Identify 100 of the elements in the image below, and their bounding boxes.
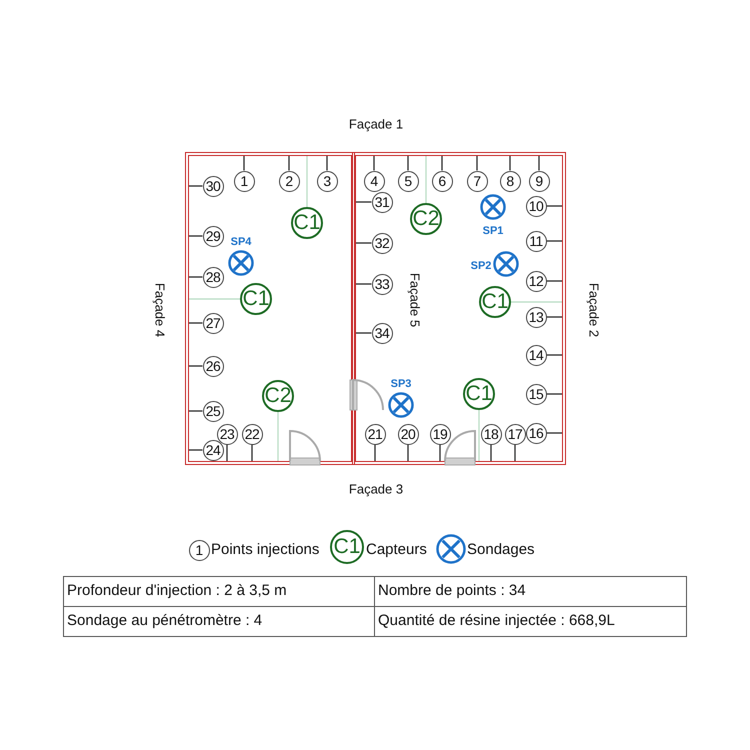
leader-line [189,276,202,278]
room-wall [352,152,566,465]
injection-point-marker: 11 [526,230,546,252]
leader-line [189,235,202,237]
leader-line [189,185,202,187]
leader-line [490,444,492,461]
injection-point-marker: 22 [242,424,262,444]
sensor-line [478,410,480,461]
injection-point-marker: 8 [500,170,520,192]
injection-point-marker: 20 [398,424,418,444]
injection-point-marker: 5 [398,170,418,192]
facade-label: Façade 4 [152,282,168,338]
legend-text: Points injections [211,541,320,558]
injection-point-marker: 19 [430,424,450,444]
leader-line [441,156,443,170]
injection-point-marker: 7 [466,170,488,192]
leader-line [374,444,376,461]
leader-line [546,240,562,242]
leader-line [546,316,562,318]
injection-point-marker: 27 [202,312,224,334]
leader-line [189,322,202,324]
facade-label: Façade 2 [586,282,602,338]
injection-point-marker: 12 [526,270,546,292]
facade-label: Façade 1 [348,116,404,132]
legend-text: Sondages [467,541,535,558]
injection-point-marker: 23 [216,424,238,444]
injection-point-marker: 28 [202,266,224,288]
facade-label: Façade 5 [408,272,422,328]
legend-text: Capteurs [366,541,427,558]
leader-line [439,444,441,461]
sensor-marker: C1 [479,286,511,318]
legend-swatch: 1 [188,540,210,560]
injection-point-marker: 10 [526,196,546,216]
leader-line [356,283,372,285]
table-cell: Nombre de points : 34 [374,576,687,607]
injection-point-marker: 31 [372,192,392,212]
leader-line [288,156,290,170]
leader-line [546,393,562,395]
injection-point-marker: 1 [234,170,254,192]
sensor-marker: C1 [291,207,323,239]
leader-line [189,449,202,451]
injection-point-marker: 15 [526,384,546,404]
probe-label: SP3 [390,378,412,390]
sensor-line [425,156,427,203]
injection-point-marker: 33 [372,274,392,294]
injection-point-marker: 2 [278,170,300,192]
leader-line [546,280,562,282]
injection-point-marker: 16 [526,422,546,444]
leader-line [251,444,253,461]
leader-line [243,156,245,170]
leader-line [407,444,409,461]
room-wall [185,152,355,465]
leader-line [189,365,202,367]
leader-line [509,156,511,170]
table-cell: Quantité de résine injectée : 668,9L [374,606,687,637]
leader-line [326,156,328,170]
injection-point-marker: 17 [504,424,526,444]
injection-point-marker: 9 [528,170,550,192]
leader-line [226,444,228,461]
probe-label: SP1 [482,225,504,237]
injection-point-marker: 32 [372,232,392,254]
injection-point-marker: 13 [526,306,546,328]
sensor-marker: C1 [240,283,272,315]
injection-point-marker: 25 [202,400,224,422]
sensor-marker: C2 [410,203,442,235]
injection-point-marker: 18 [480,424,502,444]
leader-line [356,201,372,203]
leader-line [407,156,409,170]
injection-point-marker: 26 [202,356,224,376]
leader-line [546,354,562,356]
leader-line [538,156,540,170]
facade-label: Façade 3 [348,482,404,496]
injection-point-marker: 6 [432,170,452,192]
leader-line [546,205,562,207]
leader-line [514,444,516,461]
injection-point-marker: 3 [316,170,338,192]
injection-point-marker: 21 [364,424,386,444]
sensor-line [306,156,308,207]
injection-point-marker: 30 [202,176,224,196]
table-cell: Sondage au pénétromètre : 4 [63,606,375,637]
probe-label: SP2 [470,260,492,272]
sensor-line [189,298,240,300]
probe-label: SP4 [230,236,252,248]
injection-point-marker: 14 [526,344,546,366]
sensor-line [511,301,562,303]
leader-line [476,156,478,170]
table-cell: Profondeur d'injection : 2 à 3,5 m [63,576,375,607]
sensor-marker: C2 [262,380,294,412]
injection-point-marker: 34 [372,322,392,344]
leader-line [546,432,562,434]
injection-point-marker: 24 [202,440,224,460]
sensor-line [277,412,279,461]
leader-line [356,242,372,244]
injection-point-marker: 4 [364,170,384,192]
sensor-marker: C1 [463,378,495,410]
leader-line [356,332,372,334]
injection-point-marker: 29 [202,226,224,246]
leader-line [189,410,202,412]
legend-swatch: C1 [330,530,364,564]
leader-line [373,156,375,170]
